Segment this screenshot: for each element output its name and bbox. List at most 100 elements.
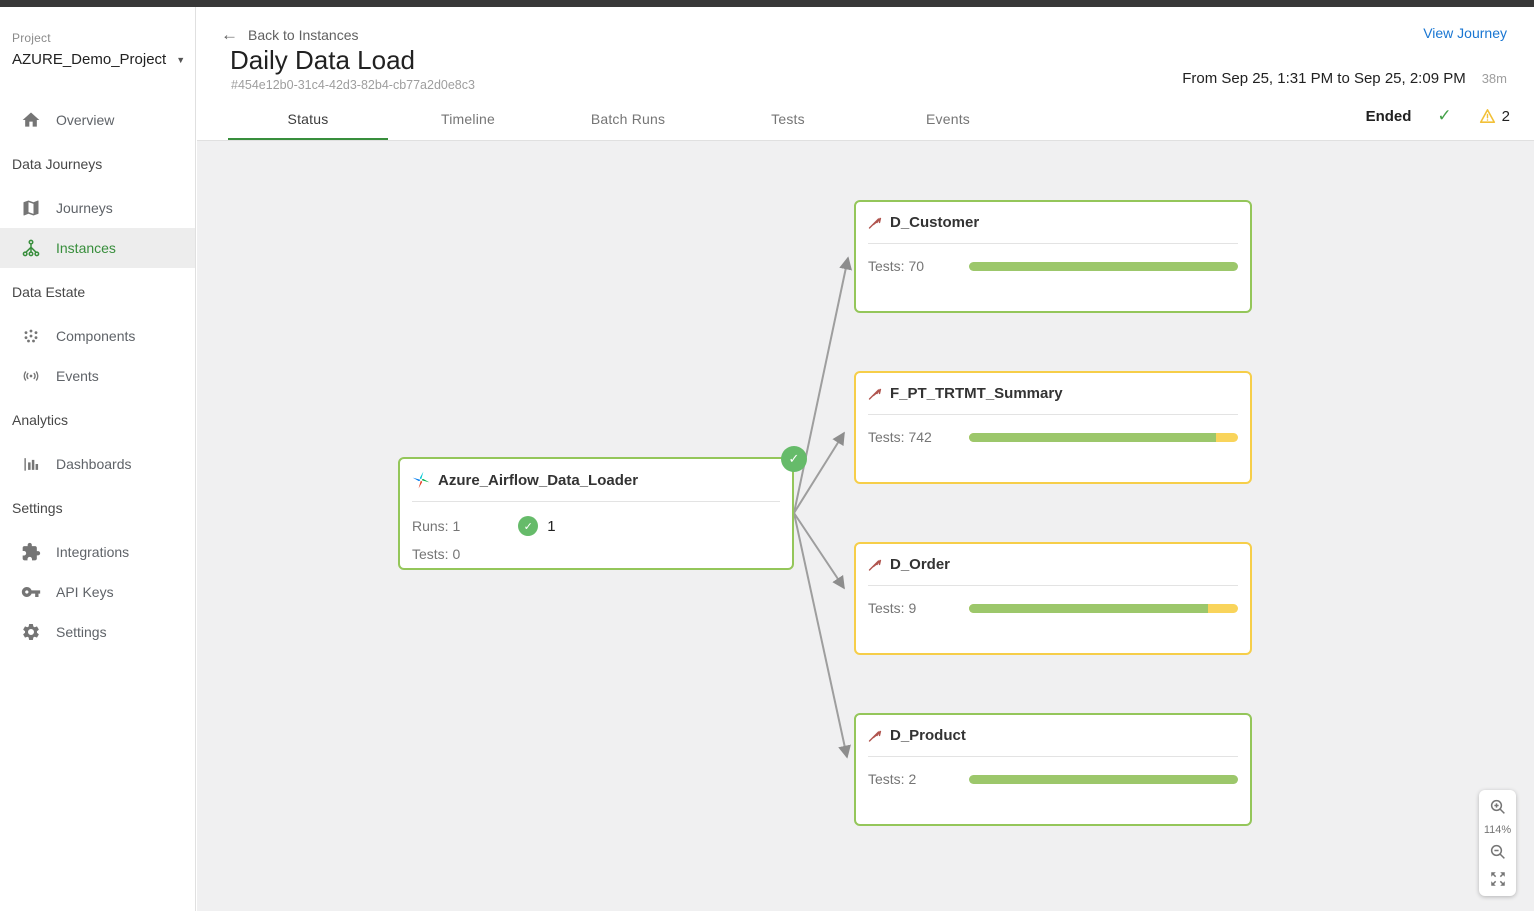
- success-check-icon: ✓: [1437, 106, 1451, 126]
- project-name: AZURE_Demo_Project: [12, 51, 166, 68]
- puzzle-icon: [20, 541, 42, 563]
- journey-graph-canvas[interactable]: Azure_Airflow_Data_Loader Runs: 1 ✓ 1 Te…: [197, 141, 1534, 911]
- status-row: Ended ✓ 2: [1366, 106, 1510, 126]
- node-divider: [868, 414, 1238, 415]
- instance-id: #454e12b0-31c4-42d3-82b4-cb77a2d0e8c3: [231, 78, 475, 92]
- time-range: From Sep 25, 1:31 PM to Sep 25, 2:09 PM: [1182, 70, 1465, 87]
- key-icon: [20, 581, 42, 603]
- node-divider: [868, 585, 1238, 586]
- zoom-controls: 114%: [1479, 790, 1516, 896]
- sidebar-item-dashboards[interactable]: Dashboards: [0, 444, 195, 484]
- sidebar-item-api-keys[interactable]: API Keys: [0, 572, 195, 612]
- runs-row: Runs: 1 ✓ 1: [412, 516, 780, 536]
- node-success-badge-icon: ✓: [781, 446, 807, 472]
- sidebar-item-label: Journeys: [56, 200, 113, 216]
- broadcast-icon: [20, 365, 42, 387]
- sidebar-item-label: Integrations: [56, 544, 129, 560]
- graph-node-f-pt-trtmt-summary[interactable]: F_PT_TRTMT_Summary Tests: 742: [854, 371, 1252, 484]
- sidebar: Project AZURE_Demo_Project ▼ Overview Da…: [0, 7, 196, 911]
- sidebar-section-data-estate: Data Estate: [0, 272, 195, 312]
- tests-row: Tests: 742: [868, 429, 1238, 445]
- run-success-badge-icon: ✓: [518, 516, 538, 536]
- sidebar-item-journeys[interactable]: Journeys: [0, 188, 195, 228]
- node-divider: [868, 756, 1238, 757]
- project-label: Project: [12, 31, 183, 45]
- tests-row: Tests: 2: [868, 771, 1238, 787]
- tab-timeline[interactable]: Timeline: [388, 96, 548, 141]
- sidebar-item-label: Instances: [56, 240, 116, 256]
- run-success-count: 1: [547, 518, 555, 535]
- airflow-icon: [412, 471, 430, 489]
- sidebar-item-components[interactable]: Components: [0, 316, 195, 356]
- tab-events[interactable]: Events: [868, 96, 1028, 141]
- dataset-tool-icon: [868, 216, 882, 230]
- back-label: Back to Instances: [248, 27, 359, 43]
- tests-label: Tests: 0: [412, 546, 460, 562]
- time-row: From Sep 25, 1:31 PM to Sep 25, 2:09 PM …: [1182, 70, 1507, 87]
- tests-label: Tests: 9: [868, 600, 969, 616]
- node-divider: [412, 501, 780, 502]
- zoom-level: 114%: [1484, 824, 1511, 836]
- tests-label: Tests: 2: [868, 771, 969, 787]
- sidebar-section-settings: Settings: [0, 488, 195, 528]
- page-header: ← Back to Instances Daily Data Load #454…: [197, 7, 1534, 141]
- tests-row: Tests: 9: [868, 600, 1238, 616]
- graph-node-d-customer[interactable]: D_Customer Tests: 70: [854, 200, 1252, 313]
- tests-row: Tests: 70: [868, 258, 1238, 274]
- duration: 38m: [1482, 71, 1507, 86]
- tests-progress-bar: [969, 604, 1238, 613]
- tab-status[interactable]: Status: [228, 96, 388, 141]
- sidebar-item-label: Overview: [56, 112, 114, 128]
- sidebar-item-settings[interactable]: Settings: [0, 612, 195, 652]
- sidebar-item-overview[interactable]: Overview: [0, 100, 195, 140]
- sidebar-item-instances[interactable]: Instances: [0, 228, 195, 268]
- graph-node-d-order[interactable]: D_Order Tests: 9: [854, 542, 1252, 655]
- node-title: D_Product: [890, 727, 966, 744]
- tab-batch-runs[interactable]: Batch Runs: [548, 96, 708, 141]
- dataset-tool-icon: [868, 729, 882, 743]
- tab-bar: Status Timeline Batch Runs Tests Events: [228, 96, 1028, 141]
- fit-to-screen-button[interactable]: [1488, 869, 1508, 889]
- sidebar-item-integrations[interactable]: Integrations: [0, 532, 195, 572]
- back-to-instances-link[interactable]: ← Back to Instances: [221, 25, 359, 45]
- view-journey-link[interactable]: View Journey: [1423, 25, 1507, 41]
- runs-label: Runs: 1: [412, 518, 460, 534]
- warning-count: 2: [1502, 108, 1510, 125]
- tests-progress-bar: [969, 433, 1238, 442]
- home-icon: [20, 109, 42, 131]
- sidebar-section-analytics: Analytics: [0, 400, 195, 440]
- zoom-in-button[interactable]: [1488, 797, 1508, 817]
- gear-icon: [20, 621, 42, 643]
- sidebar-item-label: Components: [56, 328, 135, 344]
- components-dots-icon: [20, 325, 42, 347]
- graph-node-d-product[interactable]: D_Product Tests: 2: [854, 713, 1252, 826]
- project-block: Project AZURE_Demo_Project ▼: [0, 7, 195, 68]
- sidebar-item-label: Events: [56, 368, 99, 384]
- chevron-down-icon: ▼: [176, 55, 185, 65]
- node-title: Azure_Airflow_Data_Loader: [438, 472, 638, 489]
- map-icon: [20, 197, 42, 219]
- tests-label: Tests: 70: [868, 258, 969, 274]
- tests-row: Tests: 0: [412, 546, 780, 562]
- node-divider: [868, 243, 1238, 244]
- warning-count-badge[interactable]: 2: [1478, 107, 1510, 126]
- sidebar-item-label: API Keys: [56, 584, 114, 600]
- instance-tree-icon: [20, 237, 42, 259]
- tab-tests[interactable]: Tests: [708, 96, 868, 141]
- dataset-tool-icon: [868, 387, 882, 401]
- node-title: D_Customer: [890, 214, 979, 231]
- node-title: D_Order: [890, 556, 950, 573]
- back-arrow-icon: ←: [221, 25, 238, 45]
- status-label: Ended: [1366, 108, 1412, 125]
- tests-label: Tests: 742: [868, 429, 969, 445]
- sidebar-section-data-journeys: Data Journeys: [0, 144, 195, 184]
- graph-node-root[interactable]: Azure_Airflow_Data_Loader Runs: 1 ✓ 1 Te…: [398, 457, 794, 570]
- zoom-out-button[interactable]: [1488, 842, 1508, 862]
- page-title: Daily Data Load: [230, 45, 415, 76]
- sidebar-nav: Overview Data Journeys Journeys Instance…: [0, 100, 195, 652]
- project-selector[interactable]: AZURE_Demo_Project ▼: [12, 51, 183, 68]
- node-title: F_PT_TRTMT_Summary: [890, 385, 1063, 402]
- tests-progress-bar: [969, 775, 1238, 784]
- sidebar-item-events[interactable]: Events: [0, 356, 195, 396]
